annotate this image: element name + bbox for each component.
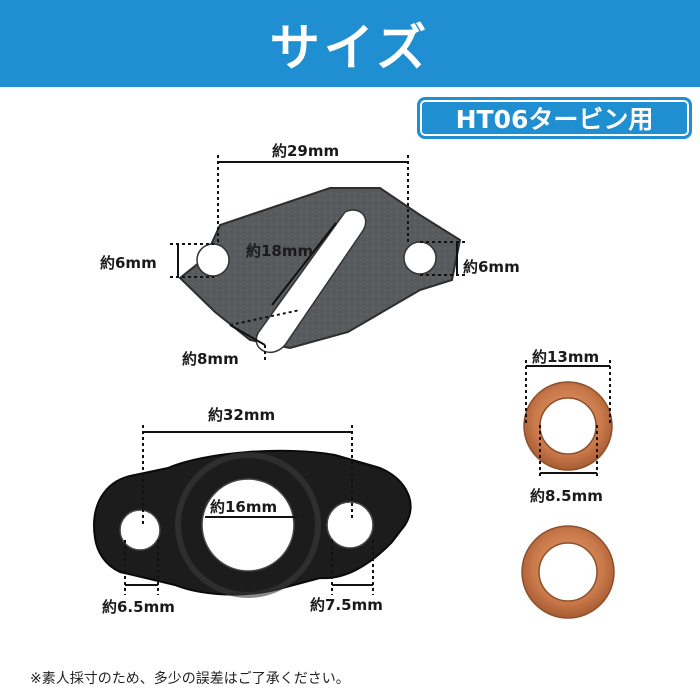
top-gasket-slot-length-label: 約18mm <box>246 242 314 260</box>
top-gasket-slot-width-label: 約8mm <box>182 350 239 368</box>
top-gasket-left-hole-label: 約6mm <box>100 254 157 272</box>
washer-outer-label: 約13mm <box>532 348 600 366</box>
disclaimer-note: ※素人採寸のため、多少の誤差はご了承ください。 <box>30 671 350 687</box>
copper-washer-top <box>523 381 613 471</box>
bottom-gasket-center-hole-label: 約16mm <box>210 498 278 516</box>
bottom-gasket-dimensions <box>124 425 374 595</box>
bottom-gasket-right-hole-label: 約7.5mm <box>310 596 383 614</box>
top-gasket <box>178 187 462 354</box>
title-banner: サイズ <box>0 0 700 87</box>
copper-washer-bottom <box>521 525 615 619</box>
bottom-gasket-left-hole-label: 約6.5mm <box>102 598 175 616</box>
top-gasket-right-hole-label: 約6mm <box>463 258 520 276</box>
top-gasket-width-label: 約29mm <box>272 142 340 160</box>
washer-dimensions <box>525 360 611 478</box>
compatibility-badge: HT06タービン用 <box>417 97 692 139</box>
page-title: サイズ <box>269 18 431 77</box>
washer-inner-label: 約8.5mm <box>530 487 603 505</box>
compatibility-badge-label: HT06タービン用 <box>455 105 654 134</box>
bottom-gasket <box>93 449 412 598</box>
bottom-gasket-width-label: 約32mm <box>208 406 276 424</box>
top-gasket-dimensions <box>170 155 465 360</box>
